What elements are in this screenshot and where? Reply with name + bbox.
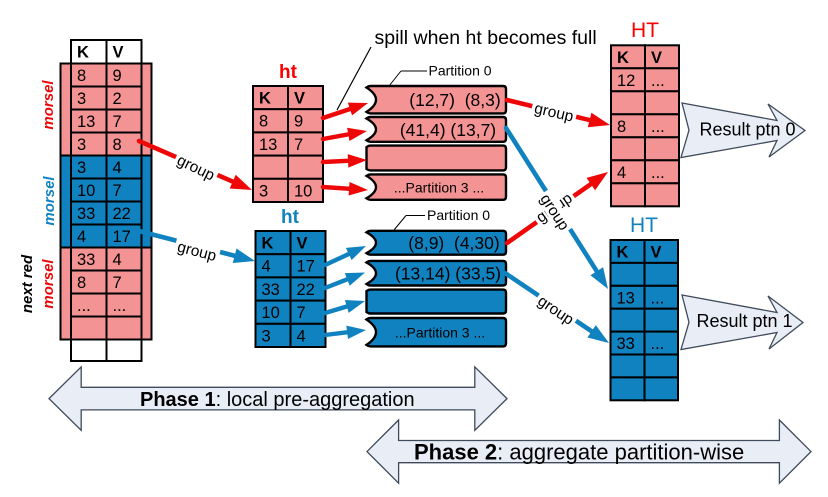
svg-text:group: group	[174, 152, 217, 185]
svg-text:7: 7	[113, 113, 122, 131]
svg-text:12: 12	[617, 72, 635, 90]
svg-text:13: 13	[259, 136, 277, 154]
svg-text:7: 7	[297, 304, 306, 322]
svg-text:...Partition 3 ...: ...Partition 3 ...	[395, 325, 485, 341]
svg-text:...: ...	[651, 335, 665, 353]
svg-text:...: ...	[651, 72, 665, 90]
svg-text:ht: ht	[279, 62, 298, 83]
svg-text:Phase 1: local pre-aggregation: Phase 1: local pre-aggregation	[140, 389, 415, 411]
svg-text:V: V	[297, 235, 308, 253]
svg-text:spill when ht becomes full: spill when ht becomes full	[375, 27, 597, 49]
svg-text:33: 33	[617, 335, 635, 353]
svg-text:13: 13	[77, 113, 95, 131]
svg-text:8: 8	[617, 118, 626, 136]
svg-text:9: 9	[113, 67, 122, 85]
svg-text:morsel: morsel	[41, 176, 58, 226]
svg-text:17: 17	[113, 228, 131, 246]
svg-text:K: K	[617, 244, 629, 262]
svg-text:8: 8	[77, 67, 86, 85]
svg-text:...: ...	[113, 297, 127, 315]
svg-text:V: V	[294, 90, 305, 108]
svg-text:4: 4	[617, 164, 626, 182]
svg-text:(8,9) (4,30): (8,9) (4,30)	[408, 233, 499, 253]
svg-text:Partition 0: Partition 0	[429, 63, 492, 79]
svg-text:Phase 2: aggregate partition-w: Phase 2: aggregate partition-wise	[414, 440, 744, 465]
svg-text:...: ...	[77, 297, 91, 315]
svg-text:22: 22	[297, 281, 315, 299]
svg-text:K: K	[262, 235, 274, 253]
svg-text:morsel: morsel	[40, 80, 57, 130]
svg-text:...: ...	[651, 289, 665, 307]
svg-text:group: group	[533, 100, 575, 125]
svg-text:4: 4	[77, 228, 86, 246]
svg-text:8: 8	[113, 136, 122, 154]
svg-text:Partition 0: Partition 0	[427, 207, 490, 223]
svg-text:9: 9	[294, 113, 303, 131]
svg-text:10: 10	[77, 182, 95, 200]
svg-text:HT: HT	[630, 214, 658, 237]
svg-text:(41,4) (13,7): (41,4) (13,7)	[400, 120, 496, 140]
svg-text:3: 3	[77, 90, 86, 108]
svg-text:4: 4	[113, 159, 122, 177]
svg-text:HT: HT	[631, 19, 659, 42]
svg-text:33: 33	[77, 251, 95, 269]
svg-text:(12,7) (8,3): (12,7) (8,3)	[409, 90, 500, 110]
svg-text:22: 22	[113, 205, 131, 223]
svg-text:3: 3	[77, 159, 86, 177]
svg-text:group: group	[534, 293, 576, 329]
svg-text:V: V	[651, 244, 662, 262]
svg-text:3: 3	[262, 327, 271, 345]
svg-text:17: 17	[297, 258, 315, 276]
svg-text:3: 3	[259, 182, 268, 200]
svg-text:...: ...	[651, 118, 665, 136]
svg-text:8: 8	[77, 274, 86, 292]
svg-text:4: 4	[297, 327, 306, 345]
svg-text:V: V	[651, 49, 662, 67]
svg-text:10: 10	[294, 182, 312, 200]
svg-text:4: 4	[113, 251, 122, 269]
svg-text:...: ...	[651, 164, 665, 182]
svg-text:7: 7	[294, 136, 303, 154]
svg-text:4: 4	[262, 258, 271, 276]
svg-text:K: K	[77, 44, 89, 62]
svg-text:7: 7	[113, 182, 122, 200]
svg-text:10: 10	[262, 304, 280, 322]
svg-text:...Partition 3 ...: ...Partition 3 ...	[394, 180, 484, 196]
svg-text:3: 3	[77, 136, 86, 154]
svg-text:13: 13	[617, 289, 635, 307]
svg-text:8: 8	[259, 113, 268, 131]
svg-text:K: K	[259, 90, 271, 108]
svg-text:33: 33	[262, 281, 280, 299]
svg-text:33: 33	[77, 205, 95, 223]
svg-text:7: 7	[113, 274, 122, 292]
svg-text:2: 2	[113, 90, 122, 108]
svg-text:group: group	[175, 239, 218, 265]
svg-text:ht: ht	[281, 207, 300, 228]
svg-text:V: V	[113, 44, 124, 62]
svg-text:next red: next red	[19, 254, 36, 313]
svg-text:Result ptn 1: Result ptn 1	[696, 311, 792, 331]
svg-text:morsel: morsel	[40, 259, 57, 309]
svg-text:Result ptn 0: Result ptn 0	[699, 120, 795, 140]
svg-text:(13,14) (33,5): (13,14) (33,5)	[395, 264, 501, 284]
svg-text:K: K	[617, 49, 629, 67]
